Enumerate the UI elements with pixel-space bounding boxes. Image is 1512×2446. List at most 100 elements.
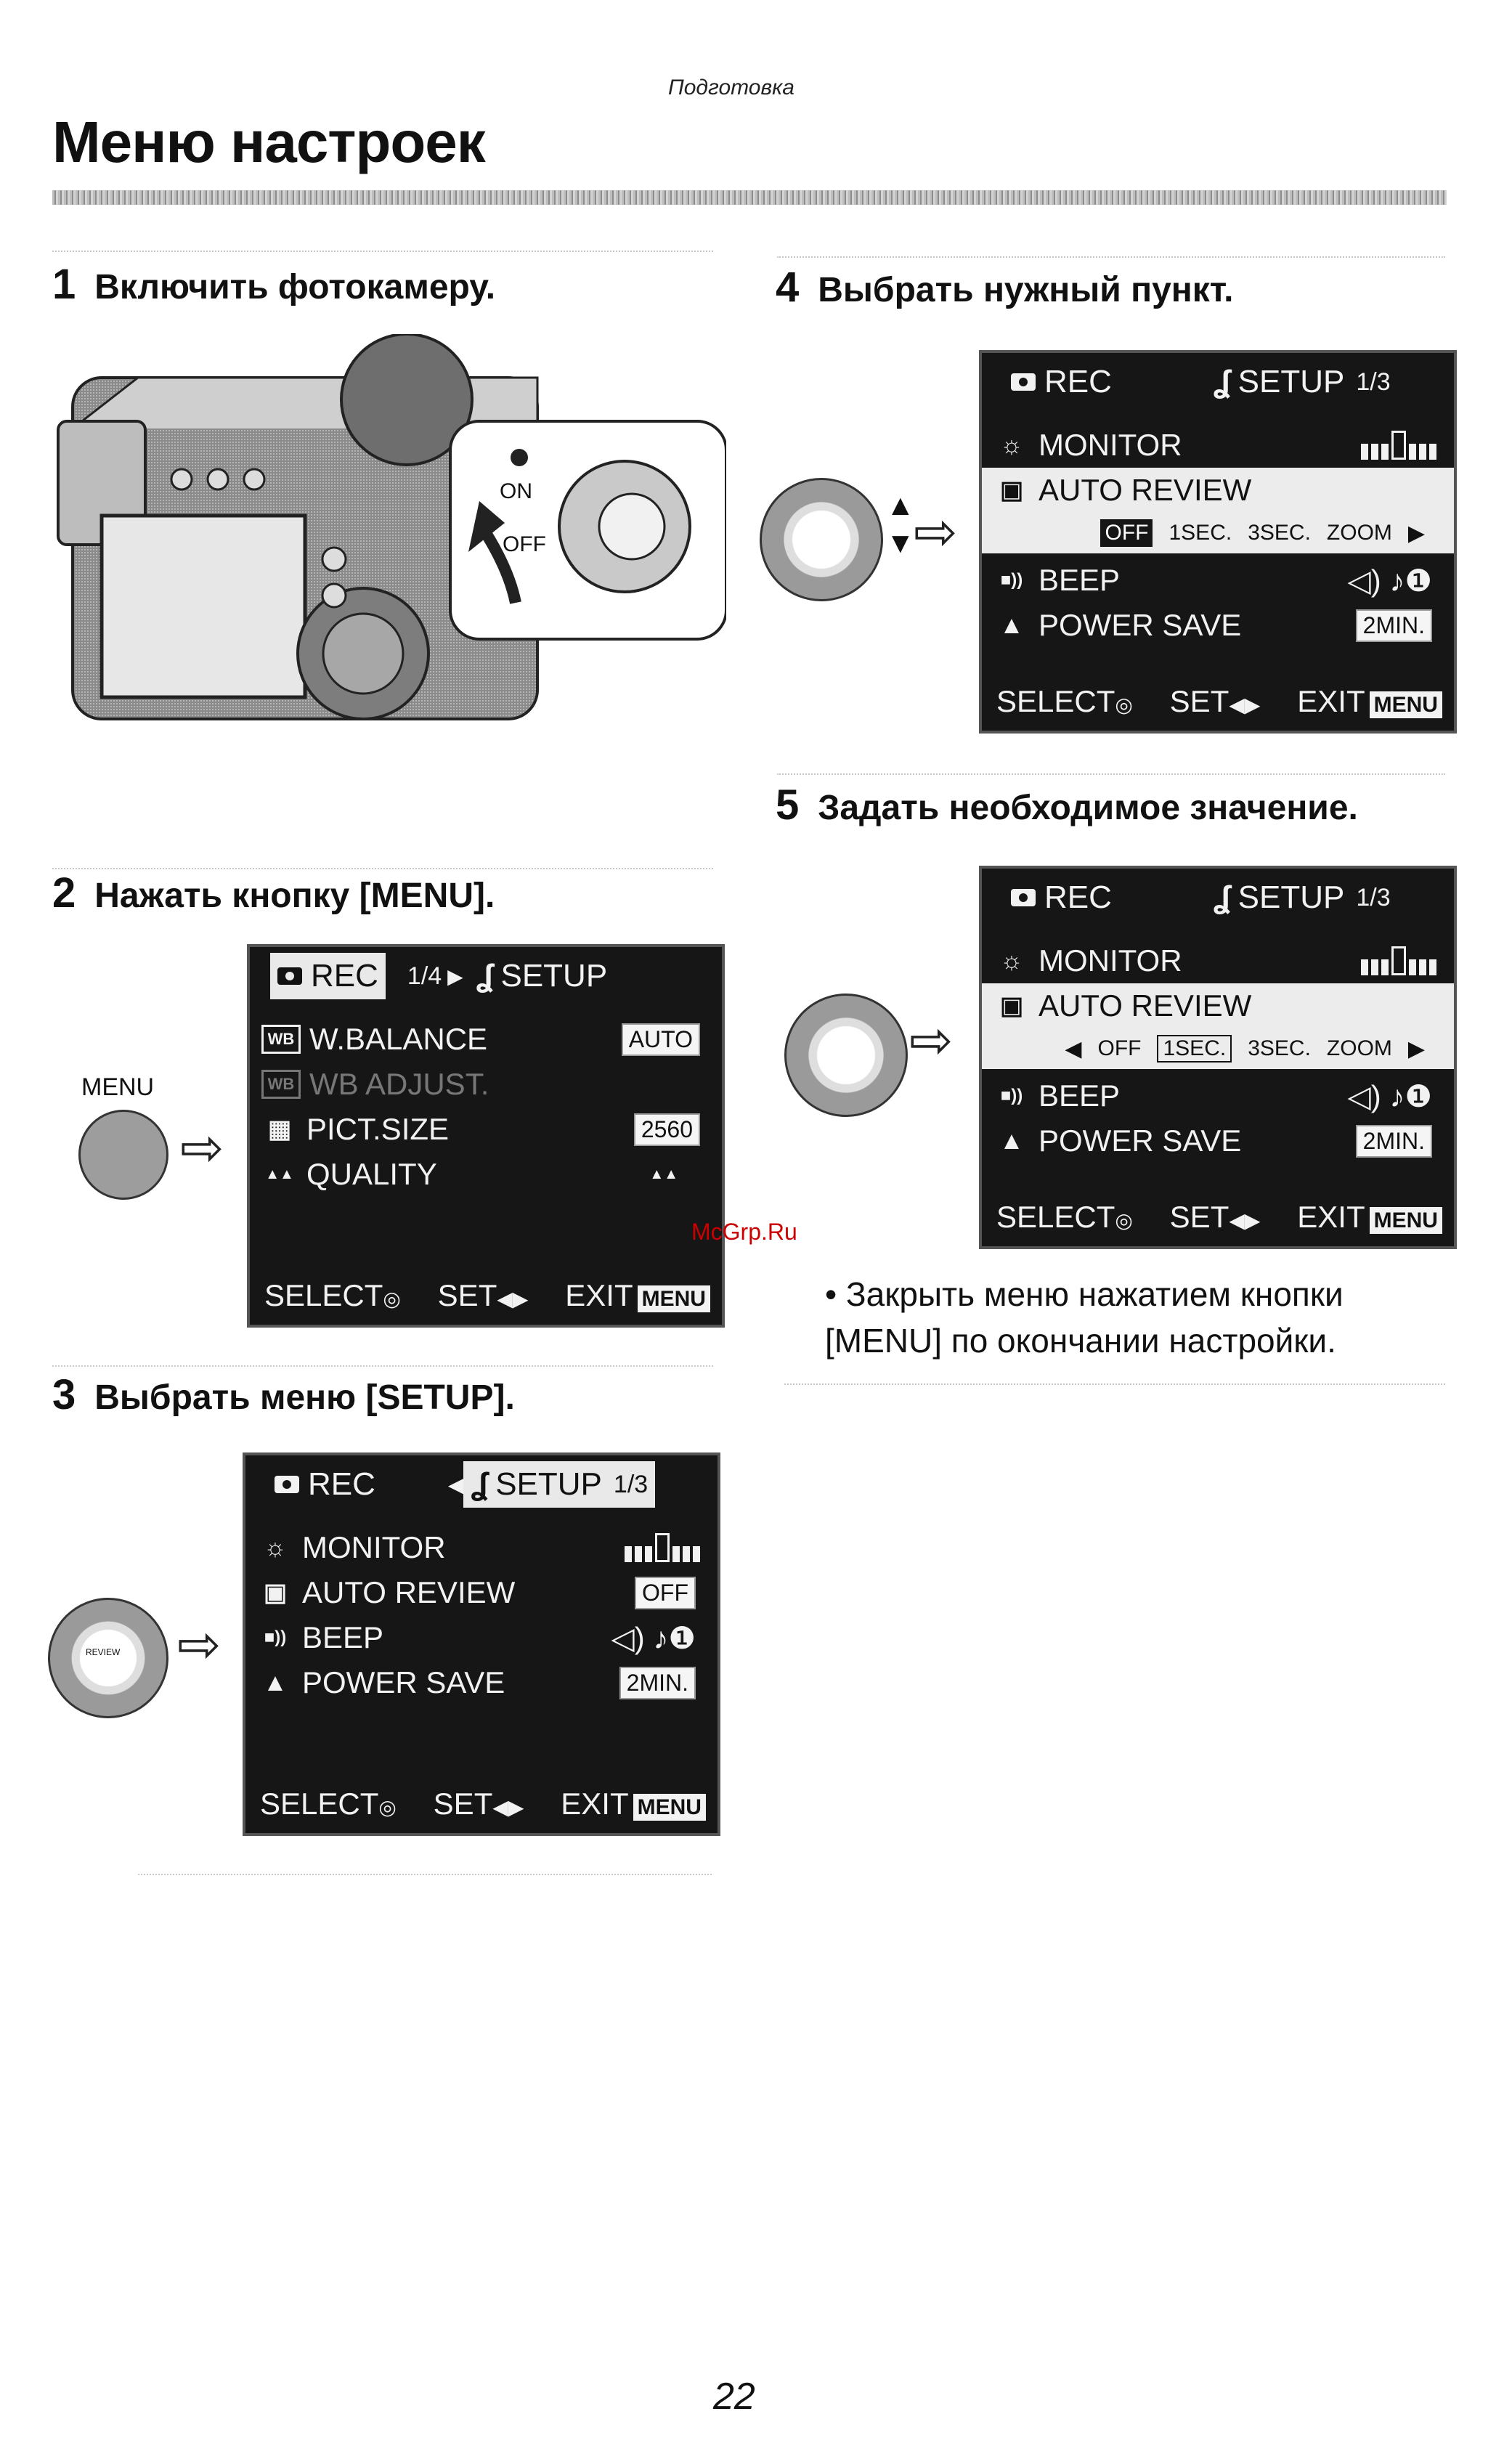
step-text: Нажать кнопку [MENU]. bbox=[94, 877, 495, 915]
wrench-icon: ʆ bbox=[471, 1466, 489, 1502]
option-off[interactable]: OFF bbox=[1100, 519, 1153, 547]
tab-rec[interactable]: REC bbox=[270, 953, 386, 999]
page-number: 22 bbox=[713, 2376, 755, 2418]
cursor-dial[interactable] bbox=[784, 994, 908, 1117]
auto-review-icon: ▣ bbox=[999, 476, 1024, 504]
arrow-right-icon: ▶ bbox=[1407, 521, 1425, 545]
menu-item-monitor[interactable]: ☼ MONITOR bbox=[982, 938, 1454, 983]
set-arrows-icon: ◀▶ bbox=[492, 1796, 524, 1819]
step-text: Включить фотокамеру. bbox=[94, 268, 496, 306]
on-label: ON bbox=[500, 479, 532, 503]
option-zoom[interactable]: ZOOM bbox=[1326, 521, 1392, 545]
wb-icon: WB bbox=[261, 1025, 301, 1054]
arrow-right-icon: ⇨ bbox=[180, 1119, 224, 1177]
brightness-level-icon bbox=[625, 1533, 700, 1562]
arrow-right-icon: ▶ bbox=[447, 964, 463, 988]
option-3sec[interactable]: 3SEC. bbox=[1248, 1036, 1311, 1060]
menu-item-monitor[interactable]: ☼ MONITOR bbox=[982, 423, 1454, 468]
tab-rec[interactable]: REC bbox=[1004, 874, 1119, 921]
auto-review-options: OFF 1SEC. 3SEC. ZOOM ▶ bbox=[982, 513, 1454, 553]
brightness-level-icon bbox=[1361, 431, 1436, 460]
auto-review-options: ◀ OFF 1SEC. 3SEC. ZOOM ▶ bbox=[982, 1028, 1454, 1069]
power-save-icon: ▲ bbox=[999, 611, 1024, 639]
step-number: 1 bbox=[52, 261, 76, 308]
step-5-heading: 5 Задать необходимое значение. bbox=[776, 781, 1358, 829]
menu-item-auto-review[interactable]: ▣ AUTO REVIEW bbox=[982, 983, 1454, 1028]
step-text: Выбрать меню [SETUP]. bbox=[94, 1378, 515, 1417]
beep-level-icon: ◁) ♪❶ bbox=[1347, 1078, 1432, 1113]
menu-item-beep[interactable]: ■)) BEEP ◁) ♪❶ bbox=[245, 1615, 718, 1660]
arrow-left-icon: ◀ bbox=[447, 1473, 464, 1496]
menu-item-beep[interactable]: ■)) BEEP ◁) ♪❶ bbox=[982, 1073, 1454, 1118]
quality-icon: ▲▲ bbox=[265, 1166, 294, 1182]
quality-value-icon: ▲▲ bbox=[649, 1166, 678, 1182]
arrow-right-icon: ⇨ bbox=[177, 1616, 221, 1674]
step-3-heading: 3 Выбрать меню [SETUP]. bbox=[52, 1370, 515, 1419]
value-box: 2MIN. bbox=[619, 1666, 696, 1699]
step-text: Задать необходимое значение. bbox=[818, 789, 1358, 827]
up-down-arrows-icon: ▲▼ bbox=[886, 489, 915, 559]
menu-item-power-save[interactable]: ▲ POWER SAVE 2MIN. bbox=[982, 1118, 1454, 1163]
menu-button[interactable] bbox=[78, 1110, 168, 1200]
set-arrows-icon: ◀▶ bbox=[497, 1288, 529, 1310]
wrench-icon: ʆ bbox=[476, 958, 494, 994]
wb-adjust-icon: WB bbox=[261, 1070, 301, 1099]
option-1sec[interactable]: 1SEC. bbox=[1157, 1035, 1232, 1062]
menu-item-auto-review[interactable]: ▣ AUTO REVIEW bbox=[982, 468, 1454, 513]
step-number: 2 bbox=[52, 869, 76, 917]
brightness-icon: ☼ bbox=[264, 1533, 287, 1561]
set-arrows-icon: ◀▶ bbox=[1229, 694, 1261, 716]
menu-item-pict-size[interactable]: ▦ PICT.SIZE 2560 bbox=[250, 1107, 722, 1152]
brightness-icon: ☼ bbox=[1000, 431, 1023, 459]
menu-badge: MENU bbox=[633, 1794, 706, 1821]
option-zoom[interactable]: ZOOM bbox=[1326, 1036, 1392, 1060]
divider bbox=[777, 773, 1445, 775]
step-number: 4 bbox=[776, 264, 800, 311]
divider bbox=[138, 1874, 712, 1875]
beep-level-icon: ◁) ♪❶ bbox=[611, 1620, 696, 1655]
option-1sec[interactable]: 1SEC. bbox=[1168, 521, 1232, 545]
menu-item-w-balance[interactable]: WB W.BALANCE AUTO bbox=[250, 1017, 722, 1062]
camera-icon bbox=[275, 1476, 299, 1493]
tab-rec[interactable]: REC bbox=[267, 1461, 383, 1508]
cursor-dial[interactable] bbox=[760, 478, 883, 601]
menu-item-quality[interactable]: ▲▲ QUALITY ▲▲ bbox=[250, 1152, 722, 1197]
step-text: Выбрать нужный пункт. bbox=[818, 271, 1234, 309]
camera-illustration bbox=[57, 334, 726, 720]
arrow-right-icon: ▶ bbox=[1407, 1036, 1425, 1061]
divider bbox=[52, 868, 713, 869]
option-off[interactable]: OFF bbox=[1097, 1036, 1142, 1060]
divider bbox=[777, 256, 1445, 258]
set-arrows-icon: ◀▶ bbox=[1229, 1209, 1261, 1232]
menu-button-label: MENU bbox=[81, 1073, 155, 1101]
wrench-icon: ʆ bbox=[1213, 879, 1231, 915]
menu-item-beep[interactable]: ■)) BEEP ◁) ♪❶ bbox=[982, 558, 1454, 603]
menu-item-wb-adjust[interactable]: WB WB ADJUST. bbox=[250, 1062, 722, 1107]
value-box: OFF bbox=[635, 1576, 696, 1609]
step-number: 5 bbox=[776, 781, 800, 829]
menu-item-auto-review[interactable]: ▣ AUTO REVIEW OFF bbox=[245, 1570, 718, 1615]
cursor-dial[interactable] bbox=[48, 1598, 168, 1718]
step-1-heading: 1 Включить фотокамеру. bbox=[52, 260, 495, 309]
menu-item-power-save[interactable]: ▲ POWER SAVE 2MIN. bbox=[982, 603, 1454, 648]
select-joystick-icon: ◎ bbox=[383, 1288, 401, 1310]
section-label: Подготовка bbox=[668, 76, 794, 99]
select-joystick-icon: ◎ bbox=[1115, 694, 1133, 716]
value-box: 2MIN. bbox=[1355, 1124, 1432, 1158]
menu-item-power-save[interactable]: ▲ POWER SAVE 2MIN. bbox=[245, 1660, 718, 1705]
option-3sec[interactable]: 3SEC. bbox=[1248, 521, 1311, 545]
step-number: 3 bbox=[52, 1371, 76, 1418]
menu-item-monitor[interactable]: ☼ MONITOR bbox=[245, 1525, 718, 1570]
select-joystick-icon: ◎ bbox=[378, 1796, 397, 1819]
tab-rec[interactable]: REC bbox=[1004, 359, 1119, 405]
watermark: McGrp.Ru bbox=[691, 1219, 797, 1245]
divider bbox=[52, 1365, 713, 1367]
